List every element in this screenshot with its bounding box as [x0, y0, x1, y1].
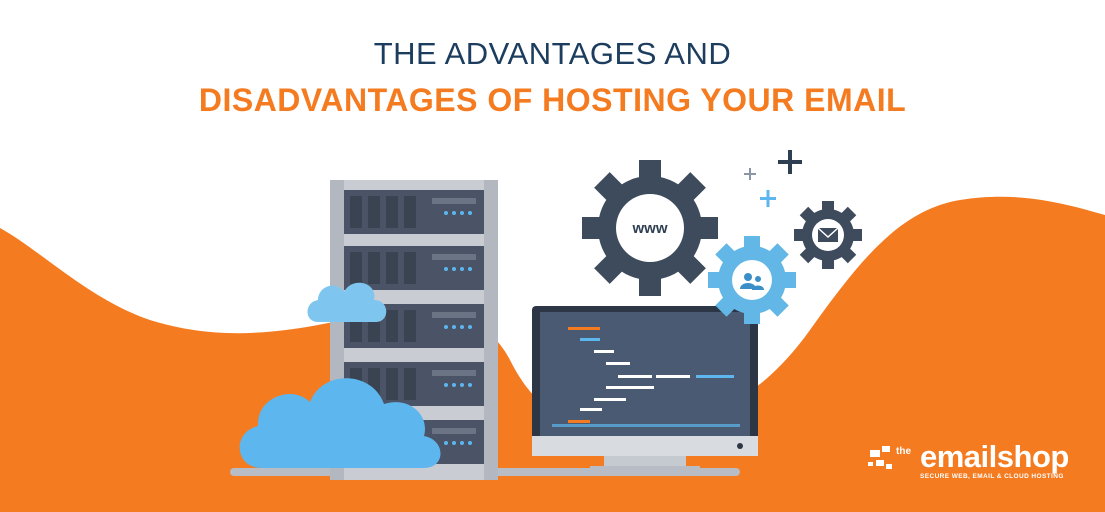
code-lines [552, 327, 740, 427]
logo-name: emailshop [920, 439, 1069, 474]
plus-icon [760, 190, 776, 207]
heading-line-1: THE ADVANTAGES AND [373, 36, 732, 71]
plus-icon [744, 168, 756, 180]
cloud-icon [307, 282, 387, 322]
logo-prefix: the [896, 446, 911, 457]
envelope-icon [868, 446, 892, 469]
heading-line-2: DISADVANTAGES OF HOSTING YOUR EMAIL [198, 82, 907, 118]
users-gear-icon [708, 236, 796, 324]
server-unit [344, 246, 484, 290]
cloud-icon [239, 378, 441, 468]
www-gear-icon: www [582, 160, 718, 296]
server-unit [344, 190, 484, 234]
emailshop-logo: the emailshop SECURE WEB, EMAIL & CLOUD … [868, 440, 1078, 484]
monitor [532, 306, 758, 472]
envelope-gear-icon [794, 201, 862, 269]
www-label: www [631, 220, 667, 237]
plus-icon [778, 150, 802, 174]
logo-tagline: SECURE WEB, EMAIL & CLOUD HOSTING [920, 473, 1064, 480]
